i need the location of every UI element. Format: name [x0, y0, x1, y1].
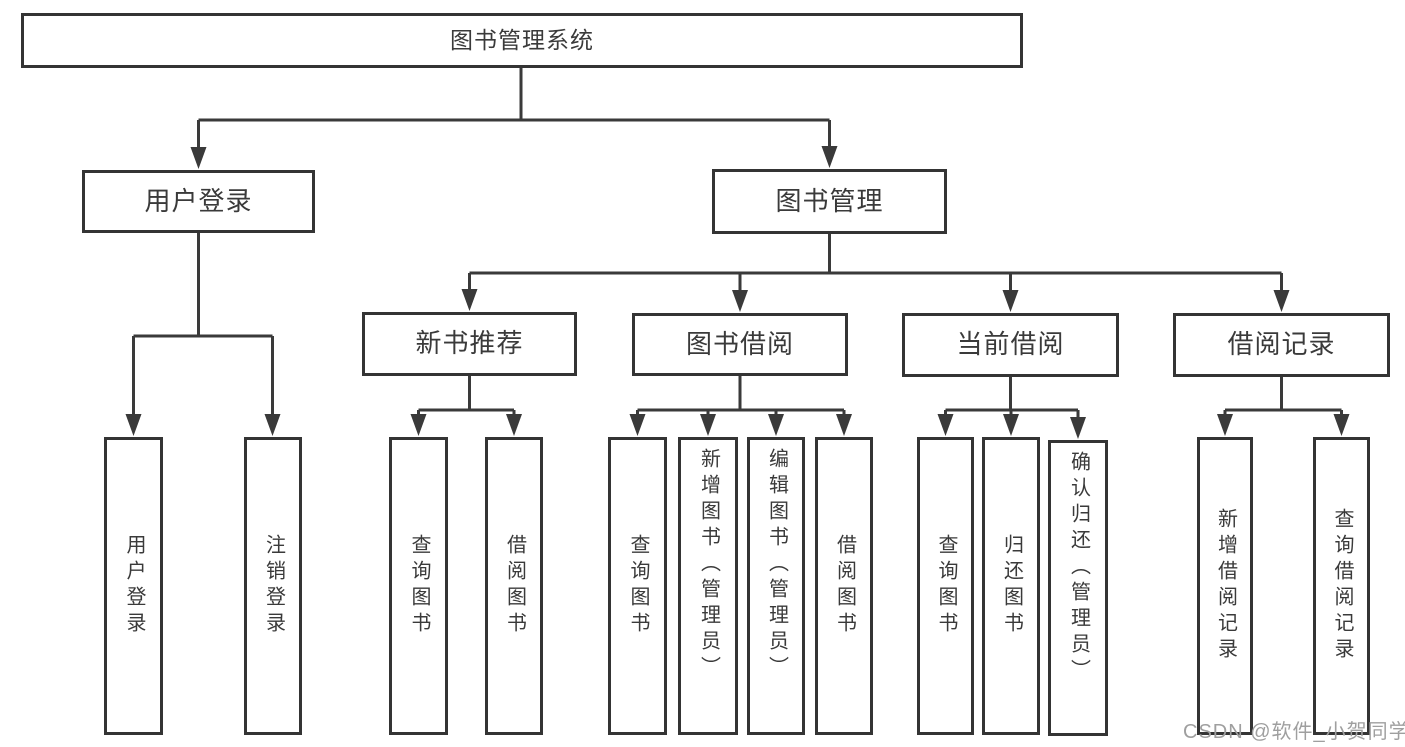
leaf-return-book: 归还图书 — [982, 437, 1040, 735]
leaf-recommend-query-book: 查询图书 — [389, 437, 448, 735]
leaf-add-borrow-record: 新增借阅记录 — [1197, 437, 1253, 735]
leaf-current-query-book: 查询图书 — [917, 437, 974, 735]
leaf-logout-login: 注销登录 — [244, 437, 302, 735]
leaf-borrow-borrow-book: 借阅图书 — [815, 437, 873, 735]
leaf-query-borrow-record: 查询借阅记录 — [1313, 437, 1370, 735]
node-user-login: 用户登录 — [82, 170, 315, 233]
leaf-confirm-return-admin: 确认归还（管理员） — [1048, 440, 1108, 736]
node-book-borrow: 图书借阅 — [632, 313, 848, 376]
csdn-watermark: CSDN @软件_小贺同学 — [1183, 721, 1405, 743]
leaf-edit-book-admin: 编辑图书（管理员） — [747, 437, 805, 735]
node-book-management: 图书管理 — [712, 169, 947, 234]
leaf-recommend-borrow-book: 借阅图书 — [485, 437, 543, 735]
leaf-user-login: 用户登录 — [104, 437, 163, 735]
node-current-borrow: 当前借阅 — [902, 313, 1119, 377]
leaf-add-book-admin: 新增图书（管理员） — [678, 437, 738, 735]
node-library-management-system: 图书管理系统 — [21, 13, 1023, 68]
arrowheads — [125, 146, 1350, 439]
leaf-borrow-query-book: 查询图书 — [608, 437, 667, 735]
node-new-book-recommend: 新书推荐 — [362, 312, 577, 376]
node-borrow-records: 借阅记录 — [1173, 313, 1390, 377]
